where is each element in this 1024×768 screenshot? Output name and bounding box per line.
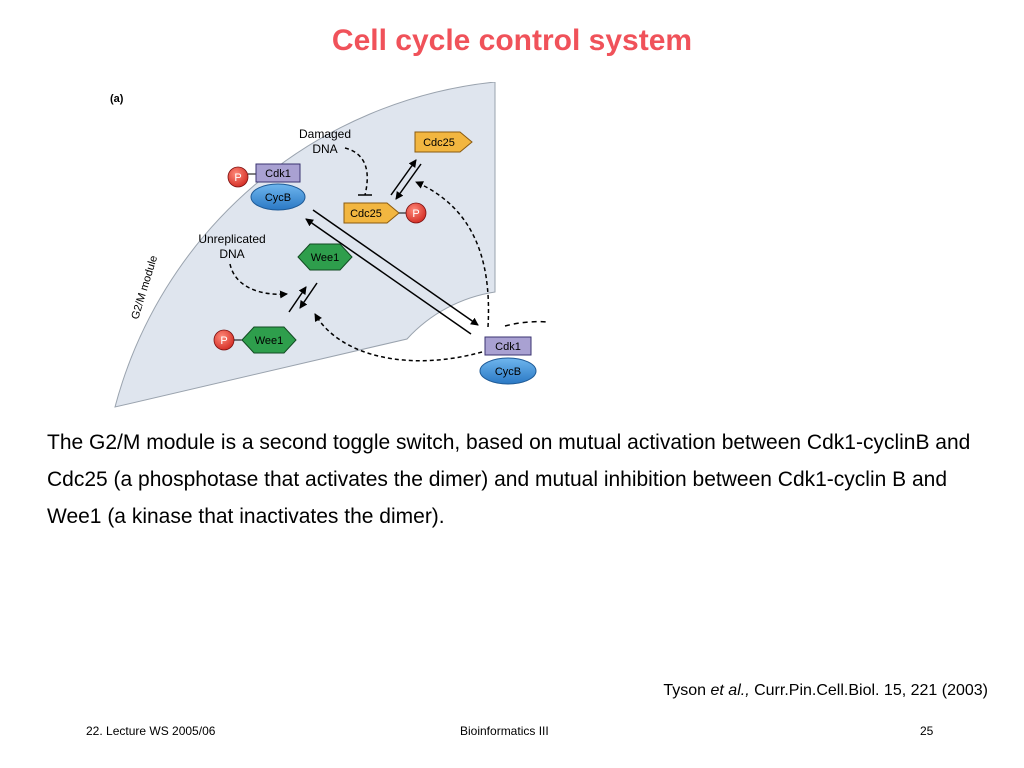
svg-text:P: P	[412, 208, 419, 220]
svg-text:Cdc25: Cdc25	[350, 208, 382, 220]
footer-page-number: 25	[920, 724, 934, 738]
citation-etal: et al.,	[710, 682, 750, 699]
inactive-cdk1-cycb-complex: P Cdk1 CycB	[227, 163, 306, 211]
svg-text:P: P	[234, 172, 241, 184]
svg-text:Cdk1: Cdk1	[265, 168, 291, 180]
slide-title: Cell cycle control system	[331, 24, 693, 57]
svg-text:P: P	[220, 335, 227, 347]
wee1-phosphorylated: P Wee1	[213, 326, 297, 354]
inner-dashed-arc	[504, 320, 549, 327]
svg-text:Cdk1: Cdk1	[495, 341, 521, 353]
panel-label: (a)	[110, 93, 124, 105]
svg-text:Cdc25: Cdc25	[423, 137, 455, 149]
slide-body-text: The G2/M module is a second toggle switc…	[47, 431, 971, 528]
cycb-oval	[250, 183, 306, 211]
cycb-oval	[479, 357, 537, 385]
citation-author: Tyson	[663, 682, 711, 699]
footer-course: Bioinformatics III	[460, 724, 549, 738]
phospho-badge	[227, 166, 249, 188]
g2m-sector	[114, 82, 496, 408]
svg-text:Wee1: Wee1	[255, 335, 284, 347]
citation-reference: Curr.Pin.Cell.Biol. 15, 221 (2003)	[749, 682, 988, 699]
citation: Tyson et al., Curr.Pin.Cell.Biol. 15, 22…	[663, 682, 988, 700]
svg-text:CycB: CycB	[265, 192, 291, 204]
damaged-dna-inhibition	[344, 147, 368, 196]
cdk1-to-cdc25-feedback	[415, 181, 490, 328]
cdc25-active: Cdc25	[414, 131, 473, 153]
cdk1-box	[255, 163, 301, 183]
cdk1-box	[484, 336, 532, 356]
cdc25-phosphorylated: Cdc25 P	[343, 202, 427, 224]
active-cdk1-cycb-complex: Cdk1 CycB	[479, 336, 537, 385]
cdk1-to-wee1-feedback	[314, 313, 483, 362]
wee1-active: Wee1	[297, 243, 353, 271]
svg-text:CycB: CycB	[495, 366, 521, 378]
svg-text:Wee1: Wee1	[311, 252, 340, 264]
footer-lecture: 22. Lecture WS 2005/06	[86, 724, 216, 738]
phospho-badge	[405, 202, 427, 224]
